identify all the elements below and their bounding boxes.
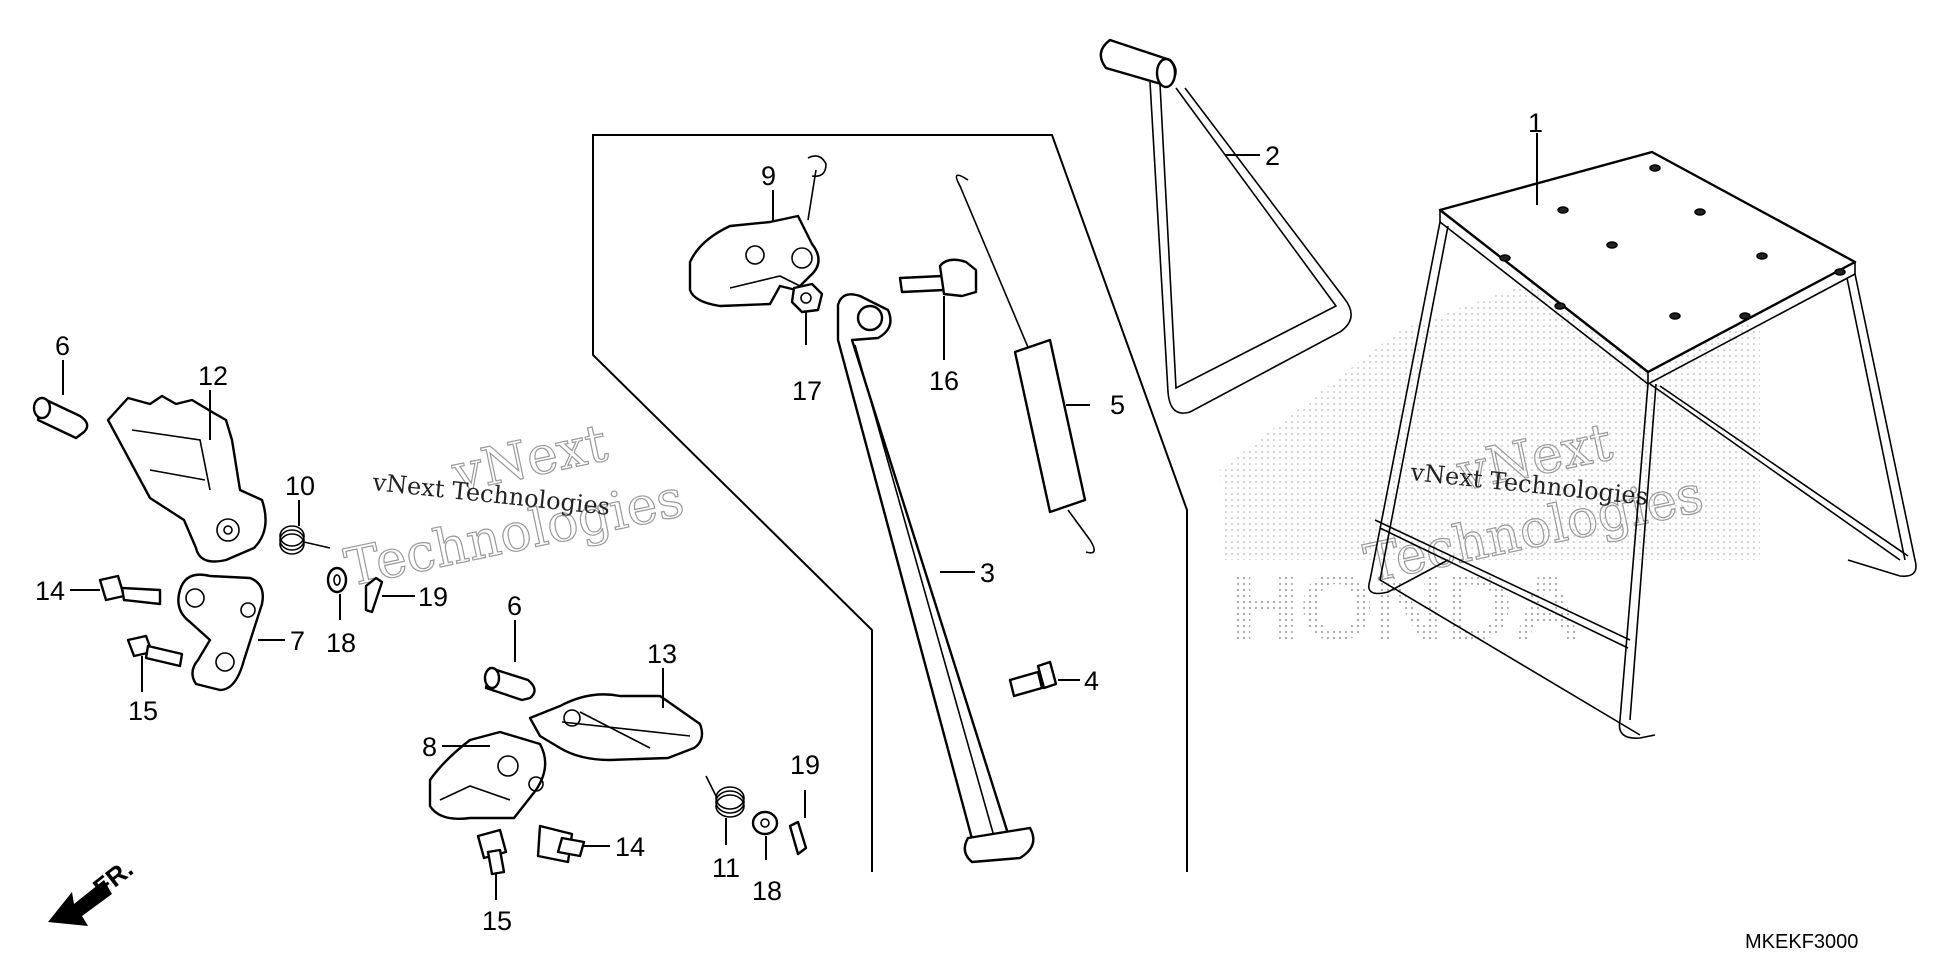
washer-18b-part bbox=[751, 810, 779, 836]
callout-8: 8 bbox=[422, 732, 437, 762]
pin-lower-part bbox=[483, 666, 536, 702]
pivot-bolt-part bbox=[1008, 660, 1058, 698]
cotter-pin-19b-part bbox=[788, 820, 808, 856]
bolt-15a-part bbox=[126, 634, 184, 668]
callout-10: 10 bbox=[285, 471, 315, 501]
callout-13: 13 bbox=[647, 639, 677, 669]
callout-5: 5 bbox=[1110, 390, 1125, 420]
callout-19a: 19 bbox=[418, 582, 448, 612]
side-stand-part bbox=[836, 293, 1035, 864]
callout-14a: 14 bbox=[35, 576, 65, 606]
box-stand-part bbox=[1368, 150, 1917, 739]
callout-9: 9 bbox=[761, 161, 776, 191]
callout-17: 17 bbox=[792, 376, 822, 406]
group-outline bbox=[592, 134, 1188, 872]
callout-6a: 6 bbox=[55, 331, 70, 361]
callout-15a: 15 bbox=[128, 696, 158, 726]
diagram-code: MKEKF3000 bbox=[1745, 931, 1858, 953]
washer-18a-part bbox=[326, 566, 348, 594]
callout-7: 7 bbox=[290, 626, 305, 656]
honda-logo-text: HONDA bbox=[1230, 554, 1582, 661]
callout-4: 4 bbox=[1084, 666, 1099, 696]
bolt-14a-part bbox=[98, 574, 162, 606]
bolt-15b-part bbox=[476, 828, 508, 876]
triangle-stand-part bbox=[1099, 38, 1352, 414]
nut-17-part bbox=[790, 282, 824, 314]
callout-2: 2 bbox=[1265, 141, 1280, 171]
footpeg-part-12 bbox=[106, 394, 267, 563]
callout-1: 1 bbox=[1528, 108, 1543, 138]
spring-part-11 bbox=[705, 775, 745, 818]
spring-part-10 bbox=[279, 525, 331, 555]
callout-12: 12 bbox=[198, 361, 228, 391]
callout-15b: 15 bbox=[482, 906, 512, 936]
pin-upper-part bbox=[32, 396, 89, 440]
footpeg-part-13 bbox=[528, 693, 704, 762]
bolt-16-part bbox=[898, 258, 978, 298]
bracket-part-9 bbox=[688, 155, 827, 308]
callout-11: 11 bbox=[712, 853, 740, 883]
bracket-part-7 bbox=[177, 573, 264, 692]
callout-18a: 18 bbox=[326, 628, 356, 658]
callout-19b: 19 bbox=[790, 750, 820, 780]
front-arrow-icon bbox=[48, 880, 112, 926]
callout-14b: 14 bbox=[615, 832, 645, 862]
bolt-14b-part bbox=[536, 824, 586, 864]
bracket-part-8 bbox=[428, 730, 547, 820]
cotter-pin-19a-part bbox=[364, 576, 384, 614]
callout-18b: 18 bbox=[752, 876, 782, 906]
callout-6b: 6 bbox=[507, 591, 522, 621]
callout-16: 16 bbox=[929, 366, 959, 396]
callout-3: 3 bbox=[980, 558, 995, 588]
spring-part bbox=[955, 174, 1095, 554]
